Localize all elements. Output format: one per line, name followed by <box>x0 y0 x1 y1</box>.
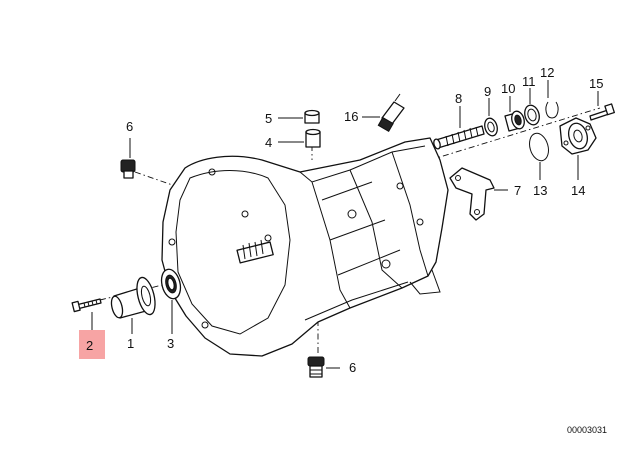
callout-6-lower[interactable]: 6 <box>349 360 356 375</box>
diagram-reference-code: 00003031 <box>567 425 607 435</box>
callout-4[interactable]: 4 <box>265 135 272 150</box>
part-switch <box>362 93 405 133</box>
callout-12[interactable]: 12 <box>540 65 554 80</box>
callout-13[interactable]: 13 <box>533 183 547 198</box>
part-cap <box>278 109 320 124</box>
callout-3[interactable]: 3 <box>167 336 174 351</box>
callout-11[interactable]: 11 <box>522 74 536 89</box>
transmission-housing <box>161 137 449 357</box>
callout-8[interactable]: 8 <box>455 91 462 106</box>
callout-6-upper[interactable]: 6 <box>126 119 133 134</box>
part-bushing <box>278 128 321 148</box>
callout-labels: 1 2 3 4 5 6 6 7 8 9 10 11 12 13 14 15 16 <box>86 65 603 375</box>
part-screw-plug-upper <box>120 138 136 179</box>
part-bracket <box>449 167 508 221</box>
part-flange <box>559 117 597 180</box>
part-bushing-11 <box>524 88 540 126</box>
part-circlip-12 <box>545 80 559 119</box>
callout-5[interactable]: 5 <box>265 111 272 126</box>
part-shift-shaft <box>433 106 485 150</box>
part-shaft-seal <box>160 268 182 334</box>
part-ring-9 <box>484 98 498 137</box>
part-screw-plug-lower <box>307 356 340 378</box>
part-o-ring <box>529 132 549 180</box>
callout-15[interactable]: 15 <box>589 76 603 91</box>
part-guide-sleeve <box>110 276 156 334</box>
callout-2-highlight <box>79 330 105 359</box>
part-bolt <box>71 298 102 330</box>
callout-7[interactable]: 7 <box>514 183 521 198</box>
callout-16[interactable]: 16 <box>344 109 358 124</box>
callout-14[interactable]: 14 <box>571 183 585 198</box>
callout-2[interactable]: 2 <box>86 338 93 353</box>
part-bolt-15 <box>589 91 615 121</box>
callout-10[interactable]: 10 <box>501 81 515 96</box>
part-bushing-10 <box>504 96 525 132</box>
callout-1[interactable]: 1 <box>127 336 134 351</box>
callout-9[interactable]: 9 <box>484 84 491 99</box>
